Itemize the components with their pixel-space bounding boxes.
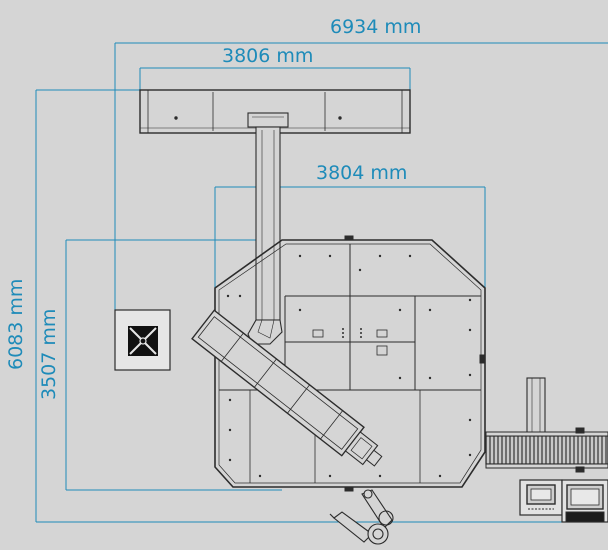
label-overall-depth: 6083 mm (5, 279, 27, 370)
extraction-duct (247, 112, 289, 345)
label-cell-width: 3804 mm (316, 162, 407, 184)
label-cell-depth: 3507 mm (38, 309, 60, 400)
label-top-unit-width: 3806 mm (222, 45, 313, 67)
dimension-overall-depth (35, 89, 602, 523)
dimension-top-unit-width (139, 67, 411, 90)
dimension-overall-width (114, 42, 608, 310)
fan-unit (114, 309, 171, 371)
label-overall-width: 6934 mm (330, 16, 421, 38)
control-panel-icon (565, 484, 605, 523)
control-monitor-icon (526, 484, 556, 510)
dimension-cell-depth (65, 239, 282, 491)
diagonal-conveyor (191, 309, 383, 467)
output-conveyor (485, 377, 608, 473)
bolt-markers (226, 254, 472, 478)
control-station (519, 479, 608, 523)
fan-icon (128, 326, 158, 356)
robot-arm-icon (329, 489, 394, 545)
